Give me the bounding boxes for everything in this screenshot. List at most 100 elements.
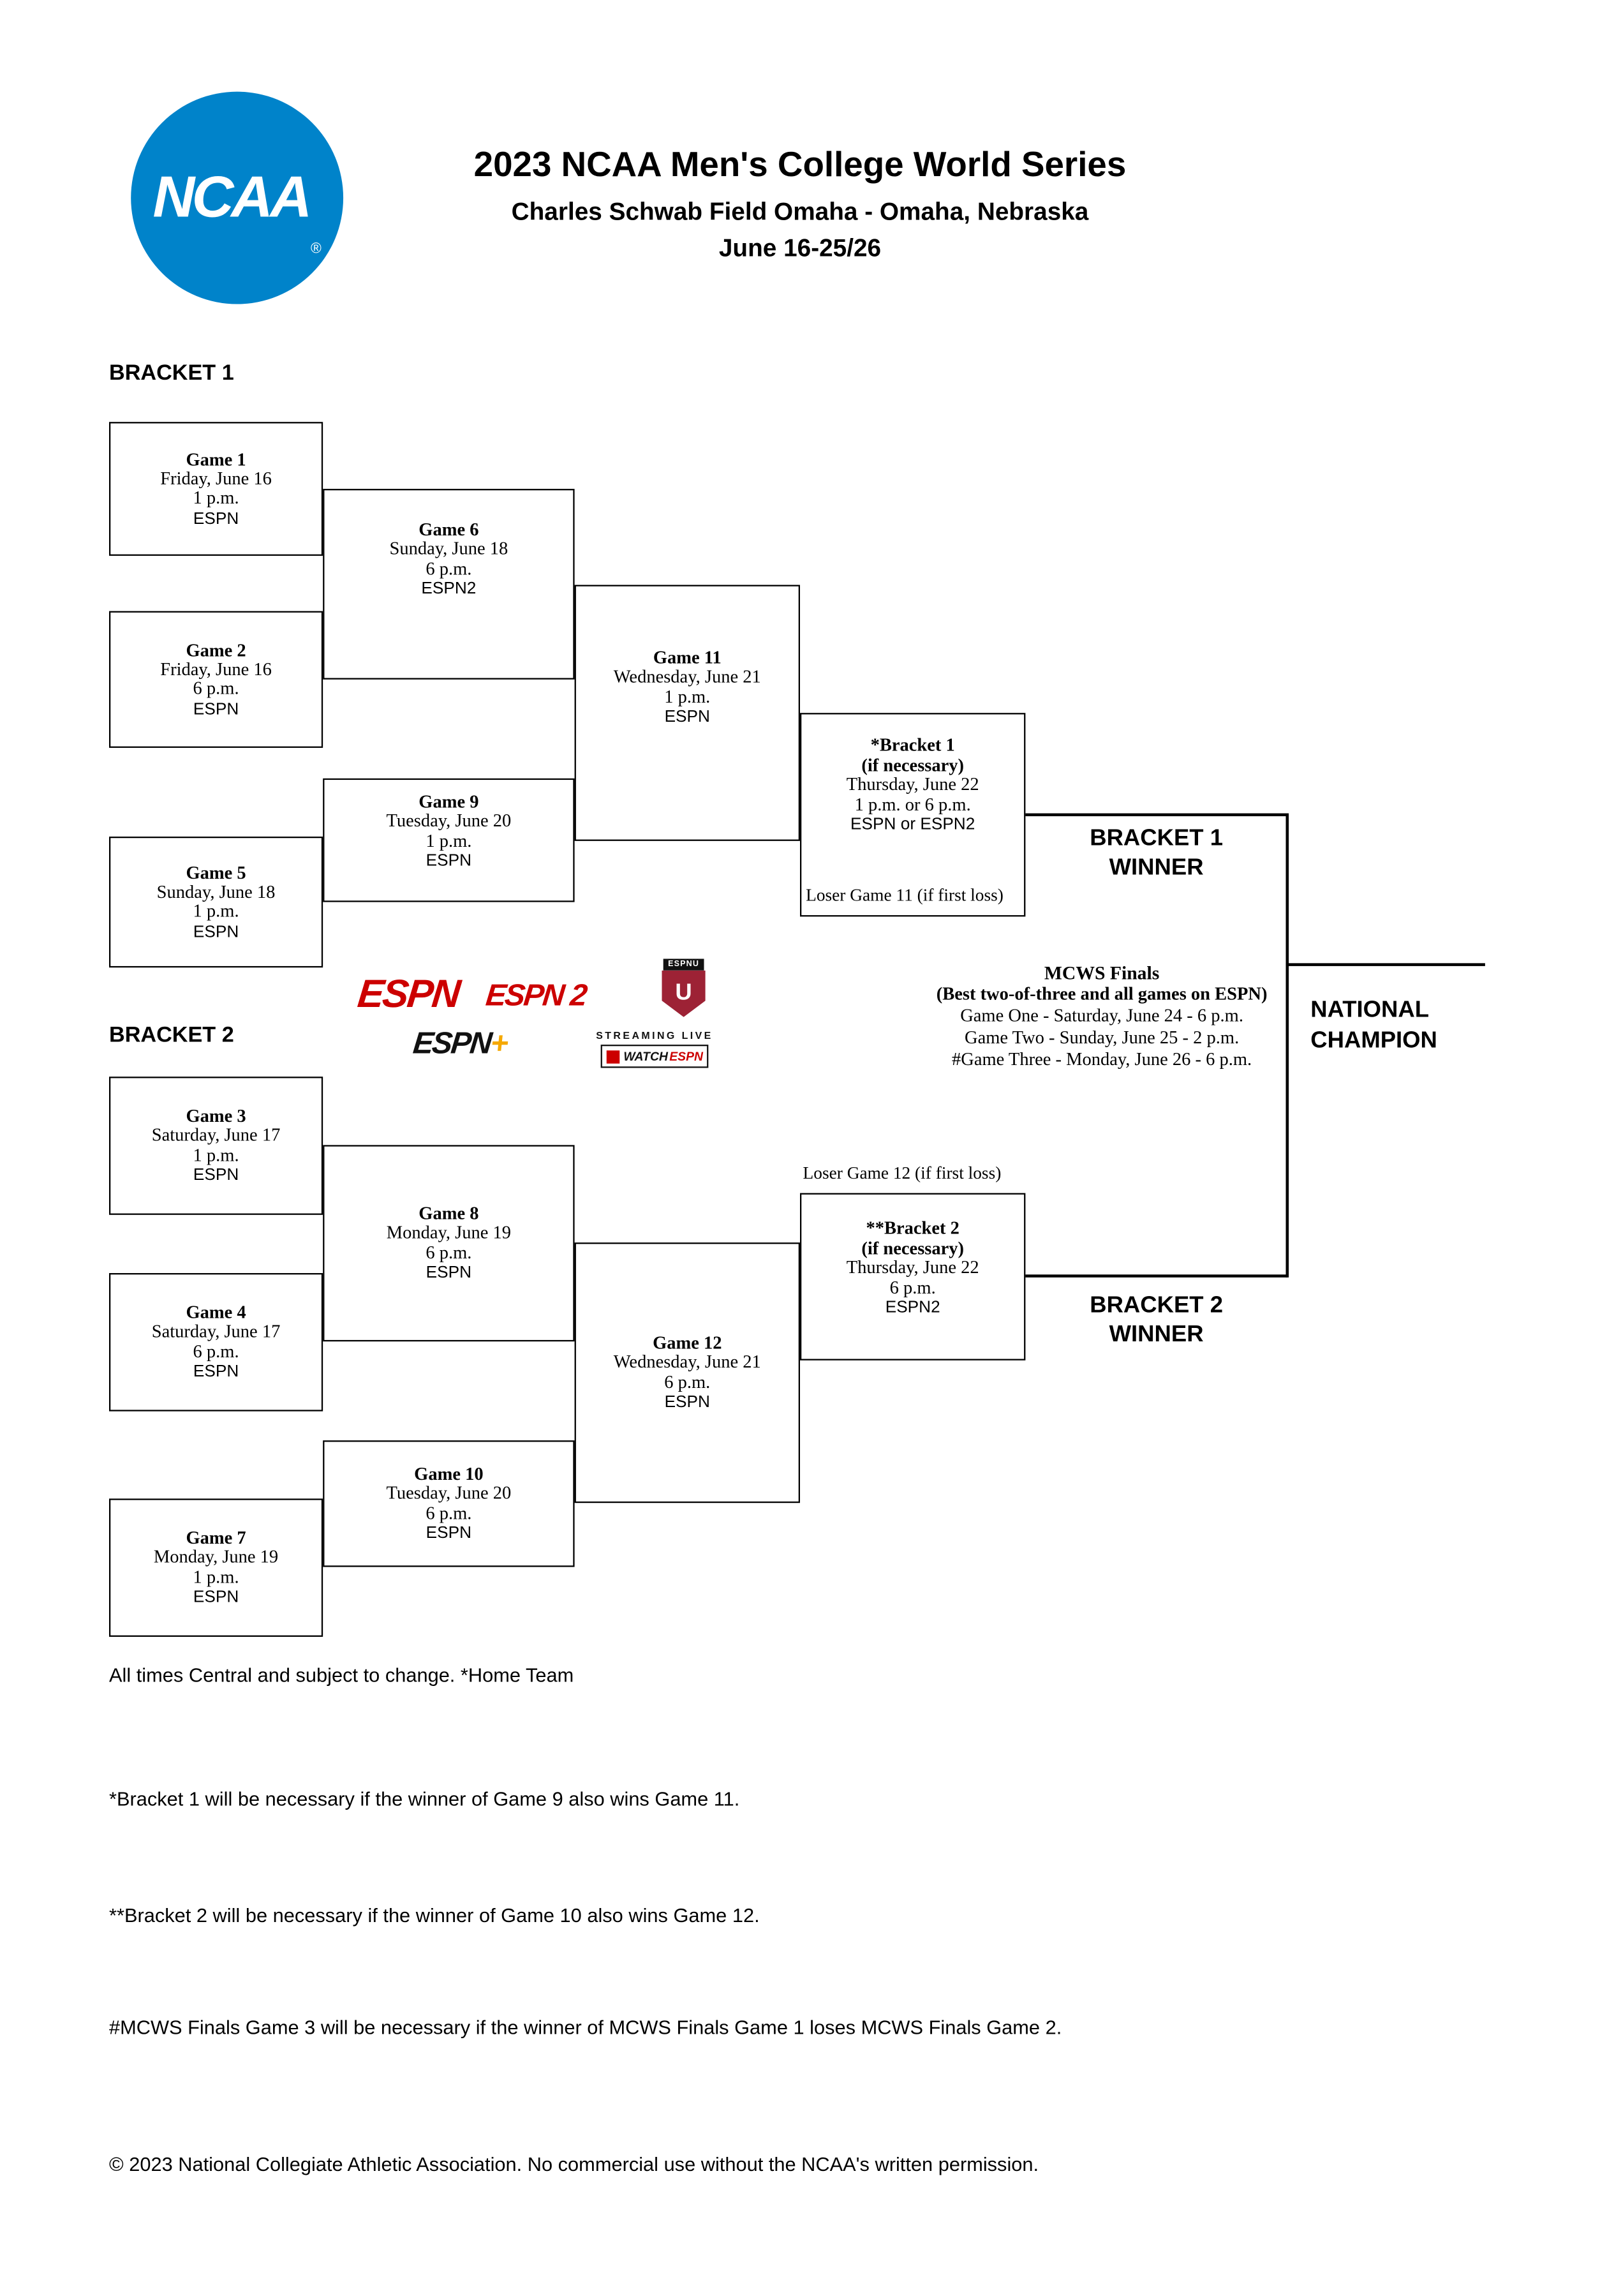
game-time: 1 p.m. <box>664 686 711 706</box>
game-name: *Bracket 1 <box>870 734 955 756</box>
game-name: Game 10 <box>414 1463 484 1484</box>
game-date: Saturday, June 17 <box>151 1321 281 1342</box>
game-time: 6 p.m. <box>426 1502 472 1523</box>
ncaa-logo-text: NCAA <box>152 165 312 230</box>
espn-plus-text: ESPN <box>411 1027 493 1061</box>
champion-label-line1: NATIONAL <box>1310 998 1430 1023</box>
mcws-finals-subtitle: (Best two-of-three and all games on ESPN… <box>936 983 1268 1004</box>
streaming-live-tagline: STREAMING LIVE <box>596 1031 713 1042</box>
espn-plus-logo: ESPN+ <box>411 1027 509 1062</box>
espnu-shield-icon: U <box>662 970 706 1017</box>
winner-label-line2: WINNER <box>1109 1322 1204 1348</box>
game-time: 6 p.m. <box>426 1241 472 1262</box>
bracket2-winner-label: BRACKET 2 WINNER <box>1025 1292 1287 1350</box>
game-time: 6 p.m. <box>426 558 472 579</box>
page-title: 2023 NCAA Men's College World Series <box>473 145 1127 185</box>
game-box-2: Game 2 Friday, June 16 6 p.m. ESPN <box>109 611 323 748</box>
game-time: 6 p.m. <box>889 1276 936 1297</box>
footnote-finals: #MCWS Finals Game 3 will be necessary if… <box>109 2016 1062 2039</box>
mcws-finals-game-three: #Game Three - Monday, June 26 - 6 p.m. <box>952 1048 1252 1070</box>
game-network: ESPN or ESPN2 <box>850 816 975 834</box>
game-network: ESPN <box>193 1588 239 1607</box>
game-date: Sunday, June 18 <box>389 538 508 559</box>
bracket2-label: BRACKET 2 <box>109 1022 234 1048</box>
game-name: **Bracket 2 <box>866 1218 959 1239</box>
game-box-8: Game 8 Monday, June 19 6 p.m. ESPN <box>323 1145 575 1342</box>
game-box-4: Game 4 Saturday, June 17 6 p.m. ESPN <box>109 1273 323 1412</box>
game-network: ESPN <box>193 510 239 528</box>
game-network: ESPN <box>193 1167 239 1184</box>
registered-trademark-icon: ® <box>310 241 322 258</box>
bracket1-winner-label: BRACKET 1 WINNER <box>1025 825 1287 883</box>
game-box-6: Game 6 Sunday, June 18 6 p.m. ESPN2 <box>323 489 575 680</box>
national-champion-label: NATIONAL CHAMPION <box>1310 995 1437 1057</box>
game-time: 1 p.m. <box>193 1566 239 1587</box>
national-champion-line <box>1285 963 1485 965</box>
game-date: Thursday, June 22 <box>846 1256 979 1278</box>
game-network: ESPN <box>193 700 239 719</box>
game-name: Game 1 <box>186 449 246 470</box>
game-box-9: Game 9 Tuesday, June 20 1 p.m. ESPN <box>323 778 575 902</box>
game-box-5: Game 5 Sunday, June 18 1 p.m. ESPN <box>109 837 323 968</box>
game-box-7: Game 7 Monday, June 19 1 p.m. ESPN <box>109 1498 323 1637</box>
espn-plus-sign: + <box>489 1027 509 1061</box>
game-name: Game 12 <box>653 1332 722 1353</box>
game-date: Friday, June 16 <box>160 658 272 679</box>
venue-subtitle: Charles Schwab Field Omaha - Omaha, Nebr… <box>511 198 1089 226</box>
game-time: 1 p.m. <box>193 487 239 508</box>
game-network: ESPN <box>193 1363 239 1381</box>
game-time: 1 p.m. or 6 p.m. <box>854 793 971 814</box>
espnu-letter: U <box>675 980 692 1006</box>
mcws-finals-title: MCWS Finals <box>1044 962 1160 984</box>
footnote-times: All times Central and subject to change.… <box>109 1664 574 1687</box>
game-date: Saturday, June 17 <box>151 1124 281 1145</box>
mcws-finals-game-one: Game One - Saturday, June 24 - 6 p.m. <box>960 1005 1243 1026</box>
finals-vertical-line <box>1285 813 1288 1278</box>
game-network: ESPN <box>426 1264 472 1282</box>
game-network: ESPN2 <box>885 1299 940 1317</box>
bracket1-winner-line <box>1025 813 1287 816</box>
game-date: Monday, June 19 <box>153 1546 279 1567</box>
game-date: Wednesday, June 21 <box>613 666 761 687</box>
game-date: Wednesday, June 21 <box>613 1352 761 1373</box>
game-box-3: Game 3 Saturday, June 17 1 p.m. ESPN <box>109 1077 323 1215</box>
watchespn-espn-text: ESPN <box>669 1048 704 1064</box>
game-date: Thursday, June 22 <box>846 773 979 794</box>
game-time: 1 p.m. <box>426 830 472 851</box>
game-date: Tuesday, June 20 <box>386 810 512 831</box>
game-date: Sunday, June 18 <box>156 881 276 902</box>
game-name: Game 2 <box>186 639 246 660</box>
game-box-11: Game 11 Wednesday, June 21 1 p.m. ESPN <box>574 585 800 841</box>
bracket1-label: BRACKET 1 <box>109 361 234 386</box>
game-name: Game 6 <box>419 519 479 540</box>
game-network: ESPN <box>664 1394 710 1412</box>
game-name: Game 4 <box>186 1302 246 1323</box>
bracket1-if-necessary-box: *Bracket 1 (if necessary) Thursday, June… <box>800 713 1026 917</box>
espn2-logo: ESPN 2 <box>484 979 588 1013</box>
game-date: Monday, June 19 <box>386 1222 511 1243</box>
watchespn-logo: STREAMING LIVE WATCH ESPN <box>591 1032 719 1068</box>
if-necessary-note: (if necessary) <box>861 1238 965 1259</box>
game-network: ESPN <box>426 853 472 870</box>
winner-label-line1: BRACKET 2 <box>1090 1293 1223 1318</box>
game-time: 1 p.m. <box>193 1144 239 1165</box>
game-time: 6 p.m. <box>664 1371 711 1392</box>
game-date: Tuesday, June 20 <box>386 1482 512 1503</box>
bracket2-winner-line <box>1025 1274 1287 1277</box>
espnu-logo: ESPNU U <box>649 958 718 1017</box>
bracket2-if-necessary-box: **Bracket 2 (if necessary) Thursday, Jun… <box>800 1193 1026 1360</box>
mcws-finals-game-two: Game Two - Sunday, June 25 - 2 p.m. <box>964 1027 1240 1048</box>
date-range: June 16-25/26 <box>718 234 882 262</box>
winner-label-line2: WINNER <box>1109 855 1204 881</box>
game-network: ESPN2 <box>421 580 477 599</box>
watchespn-watch-text: WATCH <box>623 1048 668 1064</box>
if-necessary-note: (if necessary) <box>861 755 965 776</box>
game-time: 6 p.m. <box>193 678 239 699</box>
espnu-banner-label: ESPNU <box>663 958 704 971</box>
footnote-bracket1: *Bracket 1 will be necessary if the winn… <box>109 1788 740 1810</box>
footnote-bracket2: **Bracket 2 will be necessary if the win… <box>109 1904 760 1927</box>
champion-label-line2: CHAMPION <box>1310 1028 1437 1054</box>
game-box-10: Game 10 Tuesday, June 20 6 p.m. ESPN <box>323 1440 575 1567</box>
copyright-text: © 2023 National Collegiate Athletic Asso… <box>109 2153 1039 2175</box>
